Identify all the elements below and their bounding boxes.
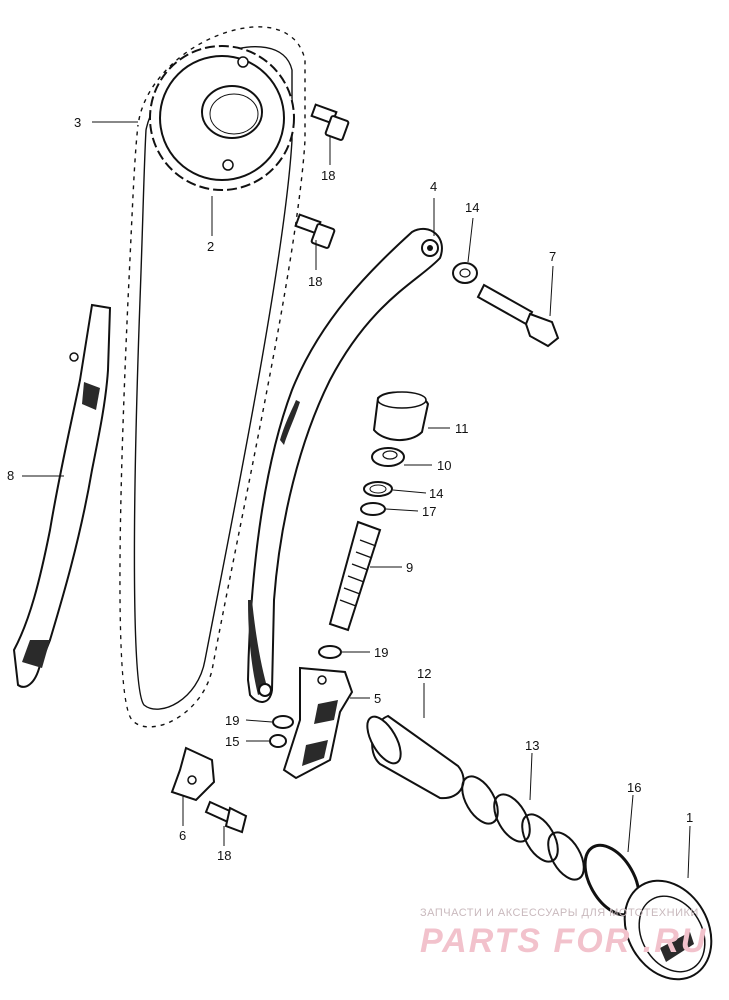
callout-18-upper: 18 bbox=[321, 168, 335, 183]
cam-chain bbox=[117, 24, 308, 730]
callout-8: 8 bbox=[7, 468, 14, 483]
watermark-tagline: ЗАПЧАСТИ И АКСЕССУАРЫ ДЛЯ МОТОТЕХНИКИ bbox=[420, 907, 699, 919]
washer-14-upper bbox=[452, 262, 478, 284]
spring-guide-12 bbox=[366, 714, 465, 800]
cap-1 bbox=[623, 879, 713, 981]
bolt-18-middle bbox=[294, 213, 336, 249]
cam-sprocket bbox=[149, 45, 295, 191]
callout-3: 3 bbox=[74, 115, 81, 130]
o-ring-19-lower bbox=[272, 715, 294, 729]
o-ring-19-upper bbox=[318, 645, 342, 659]
tensioner-arm bbox=[246, 227, 443, 703]
callout-19-lower: 19 bbox=[225, 713, 239, 728]
callout-10: 10 bbox=[437, 458, 451, 473]
chain-guide bbox=[12, 303, 112, 688]
callout-4: 4 bbox=[430, 179, 437, 194]
callout-5: 5 bbox=[374, 691, 381, 706]
callout-13: 13 bbox=[525, 738, 539, 753]
callout-18-lower: 18 bbox=[217, 848, 231, 863]
o-ring-15 bbox=[269, 734, 287, 748]
nut-10 bbox=[371, 447, 405, 467]
callout-labels: 3 2 18 18 4 14 7 8 11 10 14 17 9 19 5 12… bbox=[7, 115, 693, 863]
plate-6 bbox=[170, 746, 216, 802]
callout-16: 16 bbox=[627, 780, 641, 795]
callout-12: 12 bbox=[417, 666, 431, 681]
callout-7: 7 bbox=[549, 249, 556, 264]
callout-9: 9 bbox=[406, 560, 413, 575]
leader-lines bbox=[22, 121, 691, 879]
o-ring-17 bbox=[360, 502, 386, 516]
callout-18-middle: 18 bbox=[308, 274, 322, 289]
tensioner-cap-11 bbox=[372, 391, 430, 441]
callout-11: 11 bbox=[455, 421, 469, 436]
watermark-logo: PARTS FOR .RU bbox=[420, 922, 708, 960]
callout-1: 1 bbox=[686, 810, 693, 825]
tensioner-holder-5 bbox=[282, 666, 354, 780]
bolt-18-upper bbox=[310, 103, 350, 141]
callout-19-upper: 19 bbox=[374, 645, 388, 660]
callout-14-upper: 14 bbox=[465, 200, 479, 215]
callout-15: 15 bbox=[225, 734, 239, 749]
callout-2: 2 bbox=[207, 239, 214, 254]
callout-14-lower: 14 bbox=[429, 486, 443, 501]
washer-14-lower bbox=[363, 481, 393, 497]
callout-6: 6 bbox=[179, 828, 186, 843]
tensioner-rod-9 bbox=[328, 520, 382, 632]
bolt-18-lower bbox=[204, 800, 248, 834]
bolt-7 bbox=[476, 283, 560, 348]
spring-13 bbox=[461, 775, 585, 881]
callout-17: 17 bbox=[422, 504, 436, 519]
